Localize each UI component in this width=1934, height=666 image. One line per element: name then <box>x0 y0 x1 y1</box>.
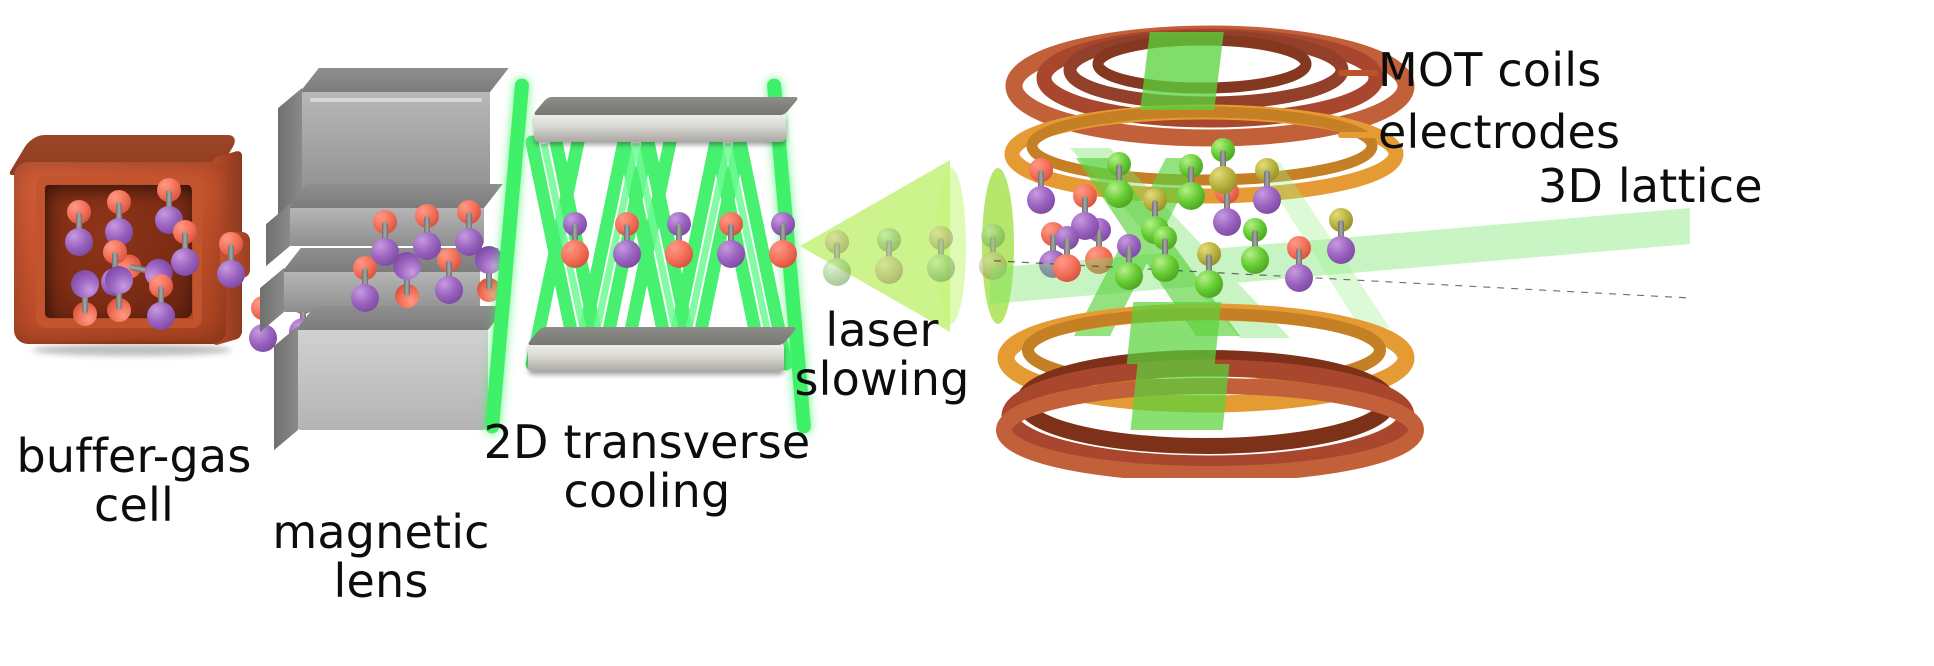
molecule <box>105 266 133 322</box>
cooling-mirror-bottom <box>526 327 798 372</box>
lattice-beam-through-lower-electrode <box>1126 302 1222 364</box>
molecule <box>105 190 133 246</box>
mot-coils-leader-line <box>1338 70 1378 76</box>
molecule <box>979 224 1007 280</box>
molecule <box>875 228 903 284</box>
transverse-cooling-graphic <box>484 64 812 434</box>
3d-lattice-label: 3D lattice <box>1538 159 1763 213</box>
molecule <box>561 212 589 268</box>
molecule <box>1027 158 1055 214</box>
cell-aperture-lip <box>36 176 202 328</box>
lens-block-upper <box>278 68 509 221</box>
molecule <box>1115 234 1143 290</box>
molecule <box>171 220 199 276</box>
molecule <box>1209 138 1237 194</box>
cooling-mirror-top <box>532 97 800 142</box>
molecule <box>1177 154 1205 210</box>
molecule <box>1253 158 1281 214</box>
electrodes-label: electrodes <box>1378 105 1621 159</box>
molecule <box>1195 242 1223 298</box>
molecule <box>435 248 463 304</box>
molecule <box>393 252 421 308</box>
buffer-gas-cell-graphic <box>7 135 250 356</box>
molecule <box>71 270 99 326</box>
cell-shadow <box>32 344 232 356</box>
molecule <box>823 230 851 286</box>
lattice-beam-through-lower-coil <box>1130 364 1230 430</box>
molecule <box>1327 208 1355 264</box>
molecule <box>1105 152 1133 208</box>
molecule <box>351 256 379 312</box>
lens-block-lower <box>274 306 507 451</box>
molecule <box>717 212 745 268</box>
mot-coils-label: MOT coils <box>1378 43 1602 97</box>
trap-assembly <box>990 20 1930 478</box>
molecule <box>1151 226 1179 282</box>
lattice-beam-through-upper-coil <box>1140 32 1224 110</box>
molecule <box>665 212 693 268</box>
laser-slowing-graphic <box>800 160 1014 332</box>
molecule <box>927 226 955 282</box>
molecule <box>147 274 175 330</box>
electrodes-leader-line <box>1338 132 1378 138</box>
molecule <box>769 212 797 268</box>
molecule <box>217 232 245 288</box>
molecule <box>613 212 641 268</box>
molecule <box>413 204 441 260</box>
molecule <box>65 200 93 256</box>
molecule <box>1241 218 1269 274</box>
molecule <box>1285 236 1313 292</box>
molecule <box>1053 226 1081 282</box>
